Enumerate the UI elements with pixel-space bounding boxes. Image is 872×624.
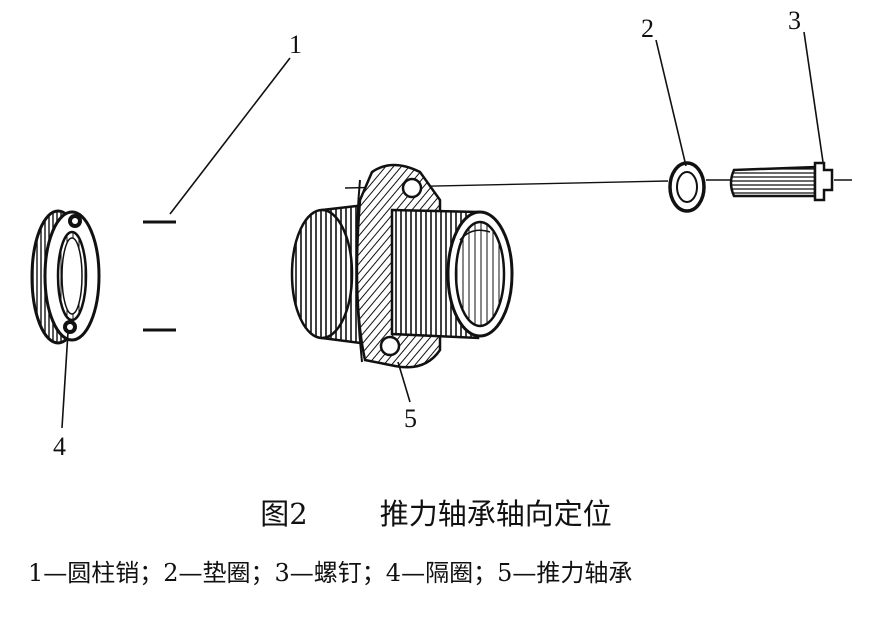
figure-title: 推力轴承轴向定位 — [379, 497, 612, 531]
figure-number: 图2 — [260, 497, 308, 531]
washer-part — [668, 161, 706, 213]
callout-label-1: 1 — [289, 30, 302, 59]
leader-line-4 — [61, 331, 69, 429]
callout-label-4: 4 — [53, 432, 66, 461]
leader-line-3 — [803, 31, 824, 163]
exploded-assembly-drawing — [30, 31, 852, 429]
thrust-bearing-part — [290, 163, 514, 369]
figure-caption-title: 图2 推力轴承轴向定位 — [0, 496, 872, 532]
leader-lines — [61, 31, 824, 429]
cylindrical-pins-part — [143, 220, 176, 332]
flange-bolt-hole-bottom — [379, 335, 401, 357]
spacer-ring-part — [30, 209, 101, 345]
leader-line-5 — [397, 361, 411, 403]
flange-bolt-hole-top — [401, 177, 423, 199]
screw-part — [729, 161, 834, 202]
callout-label-5: 5 — [404, 404, 417, 433]
figure-parts-legend: 1—圆柱销；2—垫圈；3—螺钉；4—隔圈；5—推力轴承 — [28, 559, 633, 587]
callout-label-3: 3 — [788, 6, 801, 35]
leader-line-2 — [655, 39, 687, 167]
leader-line-1 — [169, 57, 291, 215]
callout-label-2: 2 — [641, 14, 654, 43]
